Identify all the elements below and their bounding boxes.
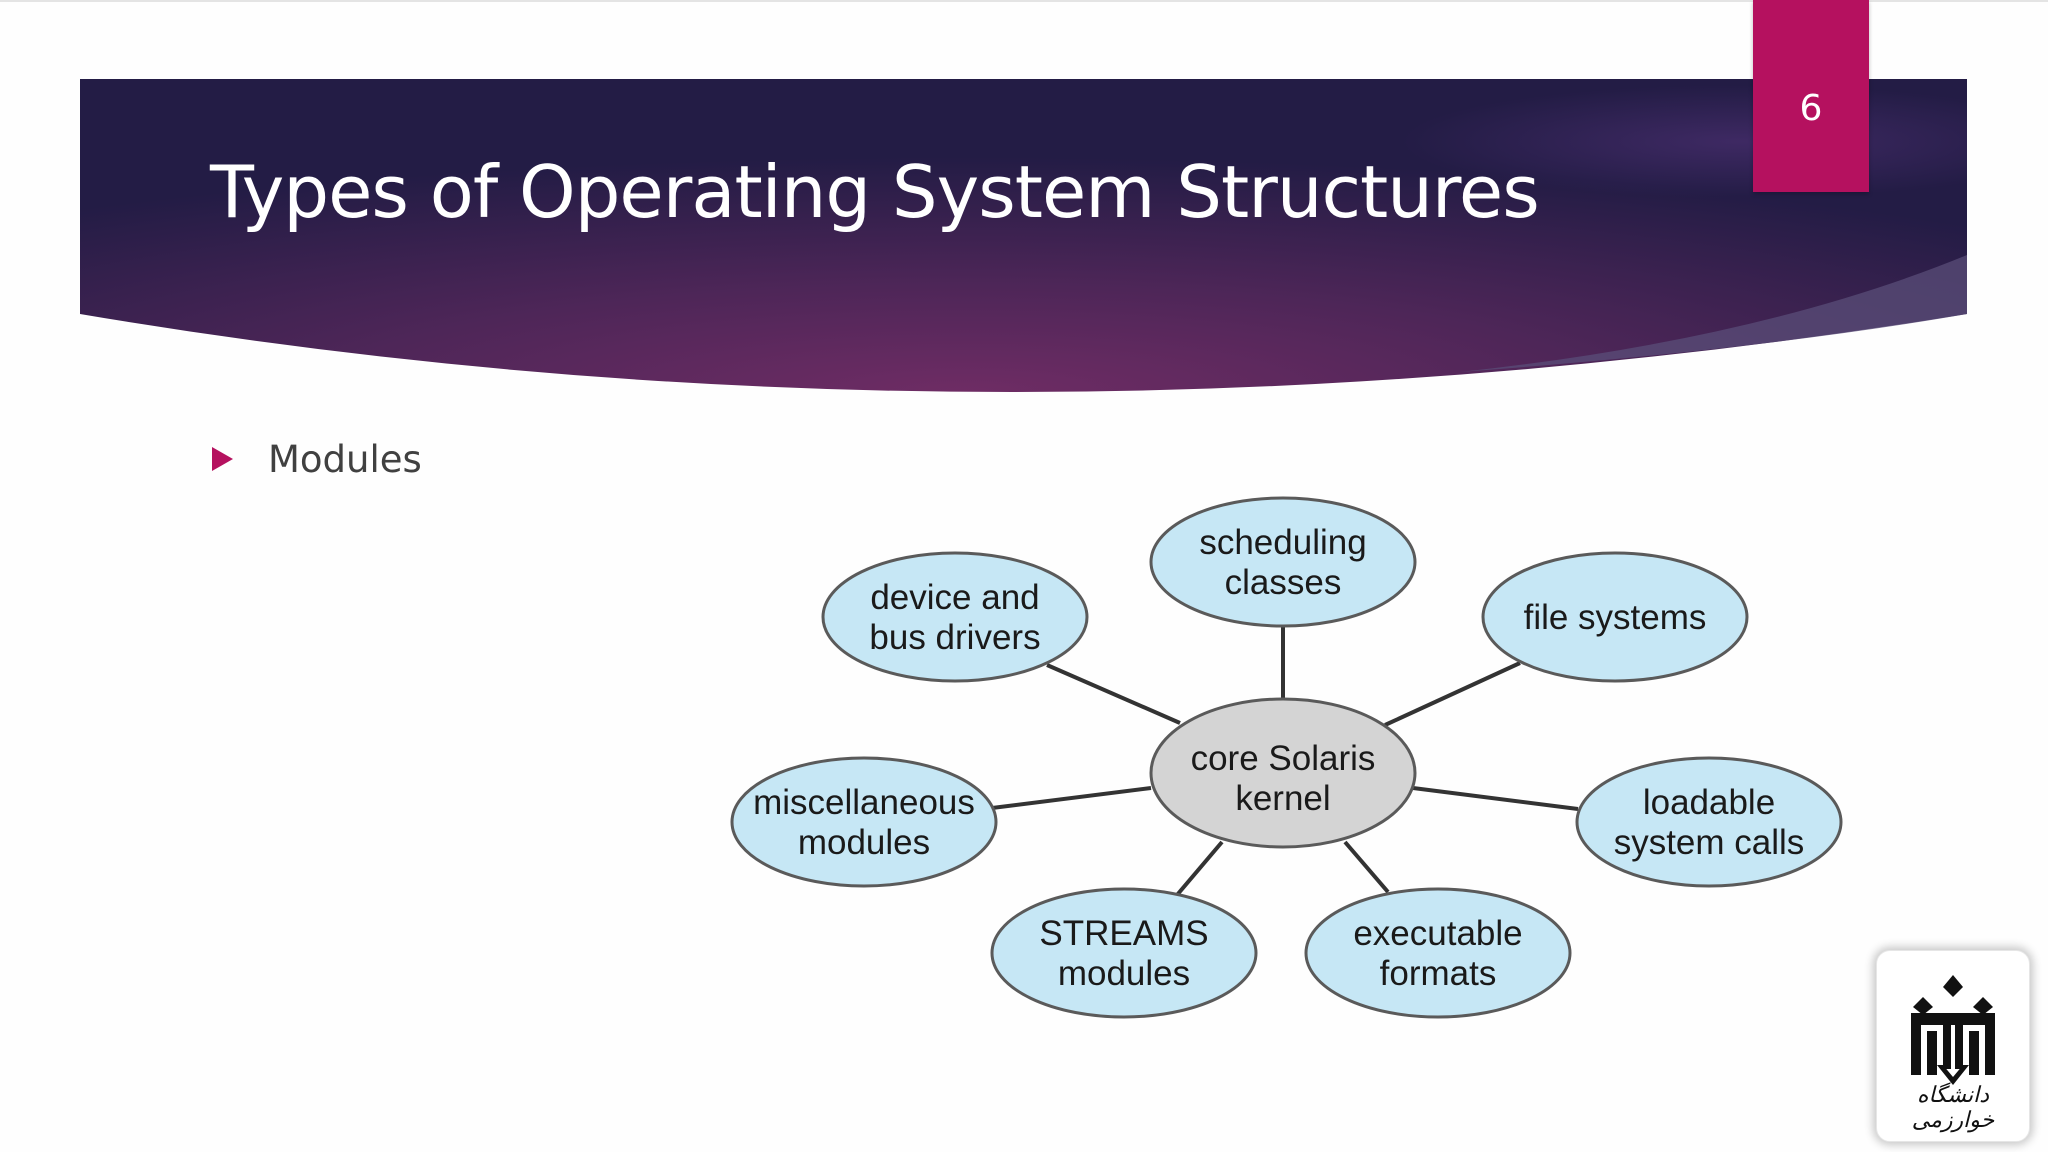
top-rule bbox=[0, 0, 2048, 2]
bullet-item: Modules bbox=[210, 436, 422, 482]
bullet-text: Modules bbox=[268, 437, 422, 481]
link-streams-modules bbox=[1175, 840, 1224, 897]
triangle-bullet-icon bbox=[212, 447, 233, 471]
node-loadable-system-calls bbox=[1575, 756, 1843, 888]
link-executable-formats bbox=[1343, 840, 1390, 894]
node-file-systems bbox=[1481, 551, 1749, 683]
university-caption: دانشگاه خوارزمی bbox=[1911, 1083, 1995, 1133]
university-emblem-icon bbox=[1911, 975, 1995, 1085]
link-device-and-bus-drivers bbox=[1046, 663, 1181, 725]
page-number: 6 bbox=[1799, 88, 1823, 129]
link-miscellaneous-modules bbox=[991, 786, 1152, 810]
page-number-tab: 6 bbox=[1753, 0, 1869, 192]
node-label-file-systems: file systems bbox=[1524, 598, 1707, 637]
link-file-systems bbox=[1384, 661, 1521, 727]
node-core-kernel bbox=[1149, 697, 1417, 849]
node-device-and-bus-drivers bbox=[821, 551, 1089, 683]
node-scheduling-classes bbox=[1149, 496, 1417, 628]
university-logo: دانشگاه خوارزمی bbox=[1876, 950, 2030, 1142]
node-executable-formats bbox=[1304, 887, 1572, 1019]
link-loadable-system-calls bbox=[1412, 786, 1579, 811]
slide-title: Types of Operating System Structures bbox=[210, 150, 1540, 234]
node-streams-modules bbox=[990, 887, 1258, 1019]
title-banner bbox=[80, 79, 1967, 392]
node-miscellaneous-modules bbox=[730, 756, 998, 888]
